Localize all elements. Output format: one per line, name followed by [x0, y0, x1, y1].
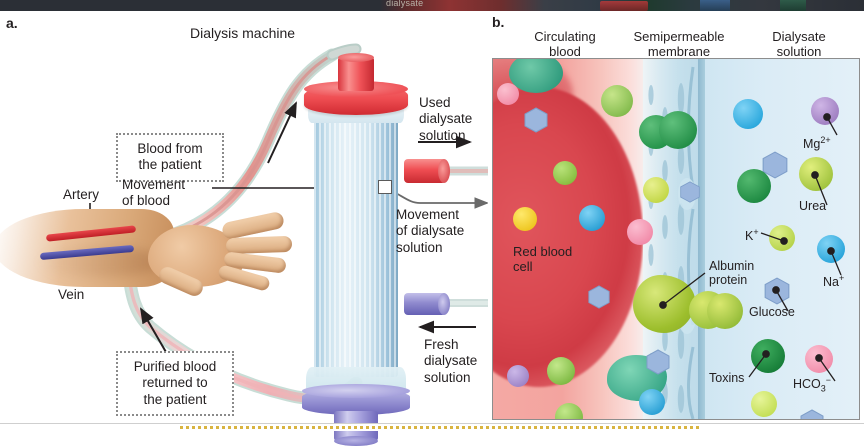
panel-a: a. [0, 11, 488, 446]
molecule-sodium-mem [639, 389, 665, 415]
cropped-bottom-strip [0, 423, 864, 431]
molecule-magnesium-left [507, 365, 529, 387]
dialyzer-cartridge [300, 53, 412, 446]
panel-a-letter: a. [6, 15, 18, 31]
toxins-label: Toxins [709, 371, 745, 385]
strip-swatch-blue [700, 0, 730, 11]
callout-purified-blood: Purified blood returned to the patient [116, 351, 234, 417]
dialysis-machine-title: Dialysis machine [190, 25, 296, 41]
molecule-sodium [817, 235, 845, 263]
magnification-box [378, 180, 392, 194]
dialysate-solution-label: Dialysate solution [772, 29, 826, 60]
molecule-urea-green-2 [547, 357, 575, 385]
sodium-label: Na+ [823, 273, 845, 290]
magnesium-label: Mg2+ [803, 135, 831, 152]
molecule-urea-green-3 [555, 403, 583, 419]
molecule-toxin-mem-b [659, 111, 697, 149]
dialyzer-inlet-neck [338, 57, 374, 91]
strip-swatch-green [780, 0, 806, 11]
callout-blood-from-patient: Blood from the patient [116, 133, 224, 182]
used-dialysate-label: Used dialysate solution [419, 95, 473, 143]
molecule-bicarbonate [805, 345, 833, 373]
artery-label: Artery [63, 187, 100, 202]
potassium-label: K+ [745, 227, 759, 244]
molecule-calcium [513, 207, 537, 231]
fresh-dialysate-port [404, 293, 446, 315]
molecule-bicarbonate-mem [627, 219, 653, 245]
bicarbonate-label: HCO3− [793, 375, 832, 394]
urea-label: Urea [799, 199, 827, 213]
molecule-urea-green [601, 85, 633, 117]
panel-b-frame: Red blood cell Albumin protein K+ Mg2+ U… [492, 58, 860, 420]
dialyzer-inlet-neck-top [338, 53, 374, 62]
molecule-glucose [764, 277, 790, 305]
dialyzer-outlet-foot-bottom [334, 436, 378, 446]
molecule-potassium [553, 161, 577, 185]
molecule-small-yg-d [751, 391, 777, 417]
finger-middle [225, 235, 293, 255]
molecule-potassium-d [769, 225, 795, 251]
panel-b: b. Circulating blood Semipermeable membr… [488, 11, 864, 423]
strip-swatch-red [600, 1, 648, 11]
molecule-glucose-hex-d1 [762, 151, 788, 179]
circulating-blood-label: Circulating blood [534, 29, 596, 60]
molecule-protein-teal [509, 59, 563, 93]
molecule-magnesium [811, 97, 839, 125]
vein-label: Vein [58, 287, 85, 302]
callout-blood-from-patient-text: Blood from the patient [137, 141, 203, 173]
glucose-label: Glucose [749, 305, 795, 319]
red-blood-cell-label: Red blood cell [513, 244, 573, 274]
bottom-dotted-rule [180, 426, 700, 429]
dialyzer-base-ring-top [302, 384, 410, 398]
fresh-dialysate-label: Fresh dialysate solution [424, 337, 478, 385]
molecule-glucose-hex-d2 [800, 409, 824, 419]
partial-word-dialysate: dialysate [386, 0, 424, 8]
used-dialysate-port-cap [438, 159, 450, 183]
movement-of-blood-label: Movement of blood [122, 177, 186, 209]
red-blood-cell [493, 87, 643, 387]
molecule-urea [799, 157, 833, 191]
movement-of-dialysate-label: Movement of dialysate solution [396, 207, 465, 255]
molecule-glucose-hex-mem-2 [646, 349, 670, 375]
molecule-toxin-d1 [737, 169, 771, 203]
cropped-top-strip: dialysate [0, 0, 864, 11]
molecule-toxins [751, 339, 785, 373]
membrane-inner-wall [698, 59, 705, 419]
molecule-urea-at-wall-b [707, 293, 743, 329]
molecule-sodium-d1 [733, 99, 763, 129]
fresh-dialysate-port-cap [438, 293, 450, 315]
molecule-glucose-hex [524, 107, 548, 133]
semipermeable-membrane-label: Semipermeable membrane [633, 29, 725, 60]
molecule-small-yellowgreen [643, 177, 669, 203]
molecule-glucose-hex-mem [680, 181, 700, 203]
panel-b-letter: b. [492, 14, 505, 30]
molecule-sodium [579, 205, 605, 231]
molecule-bicarbonate [497, 83, 519, 105]
hand-illustration [148, 210, 293, 307]
callout-purified-blood-text: Purified blood returned to the patient [133, 359, 217, 407]
albumin-protein-label: Albumin protein [709, 259, 755, 288]
molecule-glucose-hex-2 [588, 285, 610, 309]
dialyzer-fiber-body [314, 119, 398, 377]
